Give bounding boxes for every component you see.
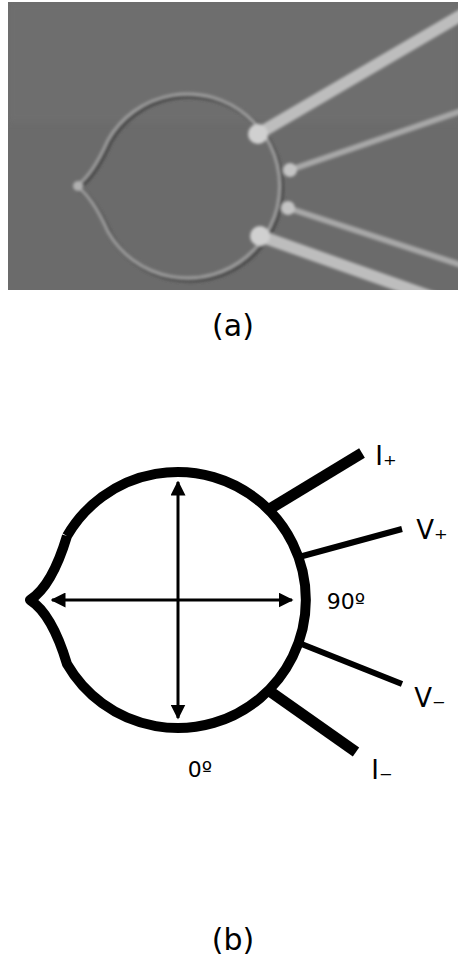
panel-label: (b) [212,925,254,955]
contact-pad [248,124,268,144]
terminal-label: I₊ [375,443,396,469]
current-lead [260,236,440,290]
contact-pad [283,163,297,177]
schematic [30,453,402,752]
current-lead [258,10,458,134]
ring-outline [30,472,306,728]
terminal-label: V₊ [416,517,448,543]
micrograph [8,2,458,290]
voltage-lead [299,529,402,557]
panel-label: (a) [212,311,254,341]
ring-device [76,94,280,278]
terminal-label: I₋ [371,757,392,783]
terminal-label: V₋ [414,685,446,711]
photo-ground [8,2,458,290]
current-lead [268,690,356,752]
direction-arrow [52,599,292,602]
current-lead [268,453,362,510]
angle-label: 0º [188,759,212,781]
angle-label: 90º [327,591,365,613]
ring-tip [73,181,83,191]
voltage-lead [299,643,402,684]
voltage-lead [290,108,458,170]
contact-pad [250,226,270,246]
contact-pad [281,201,295,215]
